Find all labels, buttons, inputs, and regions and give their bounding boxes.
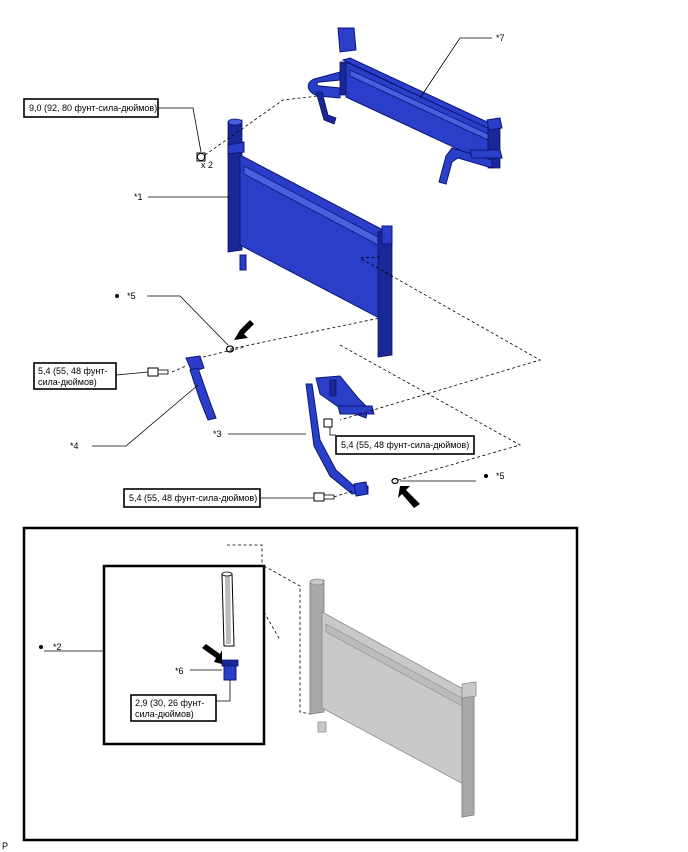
corner-mark: P	[2, 841, 8, 851]
torque-text-4: 5,4 (55, 48 фунт-сила-дюймов)	[129, 493, 257, 503]
bullet-icon	[115, 294, 119, 298]
callout-4: *4	[70, 441, 79, 451]
bullet-icon	[39, 645, 43, 649]
torque-box-5	[130, 694, 217, 722]
arrow-icon	[202, 644, 222, 664]
torque-text-5b: сила-дюймов)	[135, 709, 194, 719]
detail-inset-frame	[102, 564, 266, 746]
desiccant-element	[221, 571, 235, 647]
bullet-icon	[484, 474, 488, 478]
part-4-hose	[185, 355, 217, 421]
bolt-icon	[313, 492, 335, 502]
callout-3: *3	[213, 429, 222, 439]
plug-6	[221, 659, 239, 681]
bolt-icon	[323, 418, 333, 428]
callout-6: *6	[175, 666, 184, 676]
leader-lines	[92, 37, 492, 499]
detail-frame	[22, 526, 579, 842]
detail-guide-line	[227, 544, 263, 566]
detail-guide-line	[263, 611, 281, 641]
leader-lines	[216, 680, 231, 702]
torque-box-2	[33, 362, 117, 390]
torque-text-2a: 5,4 (55, 48 фунт-	[38, 366, 107, 376]
callout-5: *5	[496, 471, 505, 481]
bolt-icon	[147, 367, 169, 377]
detail-guide-line	[263, 565, 311, 715]
torque-box-1	[23, 98, 159, 118]
part-3-pipe-assembly	[305, 375, 375, 497]
torque-text-2b: сила-дюймов)	[38, 377, 97, 387]
callout-5: *5	[127, 291, 136, 301]
arrow-icon	[234, 320, 254, 340]
torque-text-5a: 2,9 (30, 26 фунт-	[135, 698, 204, 708]
arrow-icon	[398, 486, 420, 508]
assembly-guide-lines	[171, 95, 542, 498]
part-1-condenser	[227, 118, 393, 358]
torque-box-4	[123, 488, 261, 508]
part-7-oil-cooler	[307, 27, 503, 185]
torque-box-3	[335, 435, 475, 455]
bolt-icon	[196, 152, 206, 162]
quantity-label: x 2	[201, 160, 213, 170]
callout-7: *7	[496, 33, 505, 43]
callout-1: *1	[134, 192, 143, 202]
callout-2: *2	[53, 642, 62, 652]
torque-text-3: 5,4 (55, 48 фунт-сила-дюймов)	[341, 440, 469, 450]
torque-text-1: 9,0 (92, 80 фунт-сила-дюймов)	[29, 103, 157, 113]
condenser-reference-grey	[309, 578, 477, 818]
